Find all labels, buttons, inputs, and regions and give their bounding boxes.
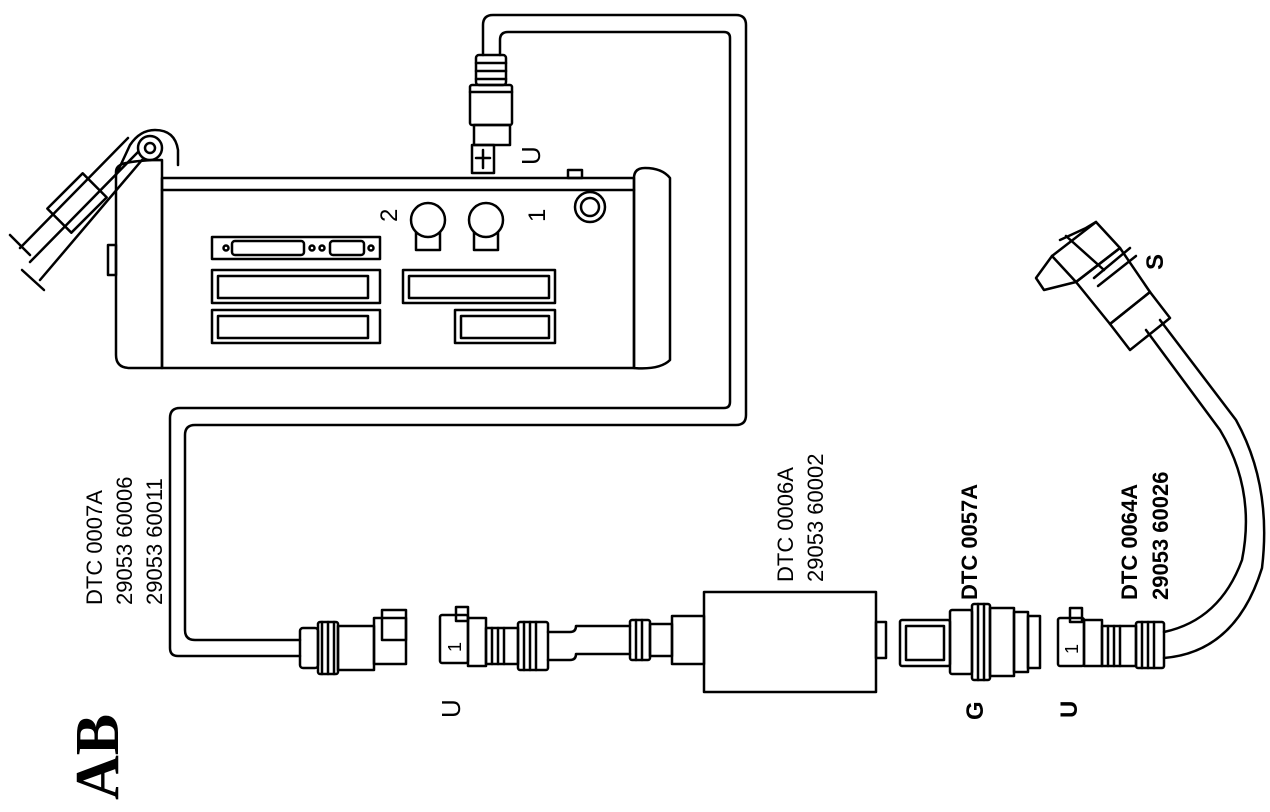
label-dtc-0006a: DTC 0006A 29053 60002	[773, 454, 828, 582]
module-0006a	[628, 590, 888, 694]
right-u-connector	[1056, 606, 1166, 670]
label-0006a-line1: DTC 0006A	[773, 467, 798, 582]
obd-connector	[1034, 220, 1172, 352]
left-u-connector	[438, 605, 632, 672]
label-0007a-line3: 29053 60011	[142, 478, 167, 605]
label-dtc-0064a: DTC 0064A 29053 60026	[1117, 472, 1173, 600]
label-dtc-0007a: DTC 0007A 29053 60006 29053 60011	[82, 477, 167, 605]
main-cable	[168, 13, 748, 658]
right-connector-letter: U	[1056, 701, 1083, 718]
g-adapter-letter: G	[962, 701, 989, 720]
main-unit	[8, 128, 672, 370]
port-2-number: 2	[376, 209, 403, 222]
label-0064a-line2: 29053 60026	[1148, 472, 1173, 600]
ab-logo: AB	[64, 714, 132, 800]
right-connector-digit: 1	[1062, 644, 1082, 654]
port-1-number: 1	[524, 209, 551, 222]
adapter-0057a	[898, 602, 1042, 682]
obd-connector-letter: S	[1142, 254, 1169, 270]
top-connector-letter: U	[516, 146, 546, 165]
label-0007a-line1: DTC 0007A	[82, 490, 107, 605]
cable-end-connector	[298, 608, 408, 676]
top-connector	[468, 53, 514, 175]
label-0006a-line2: 29053 60002	[803, 454, 828, 582]
obd-cable	[1144, 318, 1266, 660]
left-connector-digit: 1	[445, 642, 465, 652]
label-dtc-0057a: DTC 0057A	[957, 484, 982, 600]
left-connector-letter: U	[436, 699, 466, 718]
label-0007a-line2: 29053 60006	[112, 477, 137, 605]
label-0064a-line1: DTC 0064A	[1117, 484, 1142, 600]
